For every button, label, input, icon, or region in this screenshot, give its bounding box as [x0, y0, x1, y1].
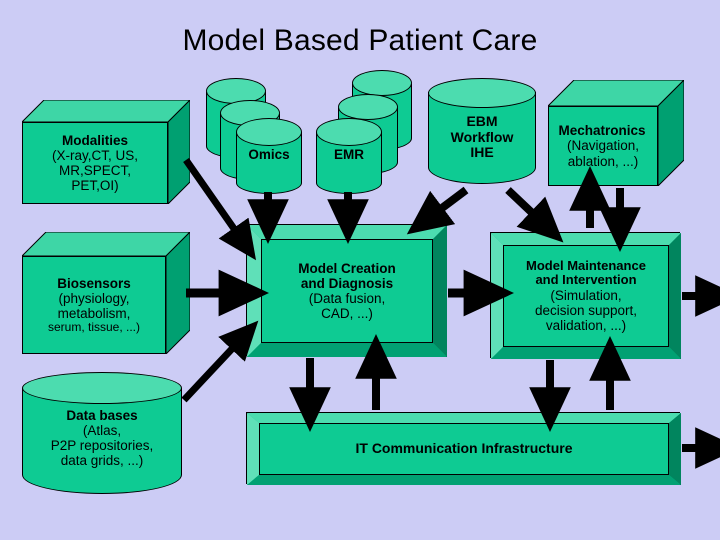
- databases-line-0: Data bases: [66, 408, 138, 423]
- mechatronics-line-1: (Navigation,: [566, 138, 640, 154]
- arrow-databases-to-model-creation: [181, 320, 259, 403]
- databases-line-3: data grids, ...): [60, 453, 144, 469]
- node-modalities[interactable]: Modalities (X-ray,CT, US, MR,SPECT, PET,…: [22, 100, 190, 204]
- node-databases[interactable]: Data bases (Atlas, P2P repositories, dat…: [22, 372, 182, 500]
- node-mechatronics[interactable]: Mechatronics (Navigation, ablation, ...): [548, 80, 684, 186]
- ebm-line-2: IHE: [470, 144, 494, 161]
- node-model-maintenance[interactable]: Model Maintenance and Intervention (Simu…: [490, 232, 681, 359]
- databases-line-2: P2P repositories,: [50, 438, 154, 454]
- node-biosensors[interactable]: Biosensors (physiology, metabolism, seru…: [22, 232, 190, 354]
- node-model-creation[interactable]: Model Creation and Diagnosis (Data fusio…: [246, 224, 447, 357]
- biosensors-3d-faces: [22, 232, 190, 354]
- arrow-ebm-to-model-creation: [406, 186, 469, 235]
- modalities-line-2: MR,SPECT,: [58, 163, 131, 178]
- model-creation-line-0: Model Creation: [298, 260, 396, 276]
- biosensors-line-1: (physiology,: [58, 290, 130, 306]
- model-maintenance-line-0: Model Maintenance: [526, 257, 646, 273]
- ebm-cylinder-lid: [428, 78, 536, 108]
- omics-label: Omics: [248, 147, 290, 162]
- mechatronics-line-0: Mechatronics: [558, 123, 646, 139]
- model-maintenance-line-3: decision support,: [534, 302, 638, 318]
- ebm-line-1: Workflow: [450, 128, 514, 145]
- node-it-infrastructure[interactable]: IT Communication Infrastructure: [246, 412, 681, 485]
- emr-cylinder-front-lid: [316, 118, 382, 146]
- databases-label: Data bases (Atlas, P2P repositories, dat…: [22, 408, 182, 468]
- modalities-label: Modalities (X-ray,CT, US, MR,SPECT, PET,…: [22, 122, 168, 204]
- ebm-label: EBM Workflow IHE: [428, 113, 536, 161]
- model-creation-line-2: (Data fusion,: [308, 291, 386, 306]
- biosensors-line-3: serum, tissue, ...): [47, 319, 141, 334]
- it-infrastructure-title: IT Communication Infrastructure: [355, 440, 573, 457]
- modalities-line-0: Modalities: [61, 132, 128, 148]
- model-creation-line-1: and Diagnosis: [300, 275, 394, 291]
- node-ebm[interactable]: EBM Workflow IHE: [428, 78, 536, 188]
- emr-cylinder-back-lid: [352, 70, 412, 96]
- databases-line-1: (Atlas,: [82, 423, 122, 439]
- biosensors-label: Biosensors (physiology, metabolism, seru…: [22, 256, 166, 354]
- model-creation-label: Model Creation and Diagnosis (Data fusio…: [261, 239, 433, 343]
- mechatronics-3d-faces: [548, 80, 684, 186]
- modalities-line-1: (X-ray,CT, US,: [51, 147, 138, 163]
- model-maintenance-line-2: (Simulation,: [550, 287, 622, 303]
- model-maintenance-line-4: validation, ...): [545, 318, 627, 334]
- slide-title: Model Based Patient Care: [182, 24, 538, 57]
- omics-cylinder-front-lid: [236, 118, 302, 146]
- biosensors-line-2: metabolism,: [57, 305, 131, 321]
- node-omics[interactable]: Omics: [206, 70, 302, 194]
- biosensors-line-0: Biosensors: [57, 275, 131, 291]
- mechatronics-line-2: ablation, ...): [567, 153, 639, 169]
- databases-cylinder-lid: [22, 372, 182, 404]
- it-infrastructure-label: IT Communication Infrastructure: [259, 423, 669, 475]
- model-maintenance-line-1: and Intervention: [535, 272, 637, 288]
- arrow-ebm-to-model-maintenance: [505, 187, 564, 243]
- ebm-line-0: EBM: [466, 113, 498, 129]
- emr-label: EMR: [334, 147, 364, 162]
- mechatronics-label: Mechatronics (Navigation, ablation, ...): [548, 106, 658, 186]
- modalities-line-3: PET,OI): [71, 178, 119, 194]
- emr-cylinder-mid-lid: [338, 94, 398, 120]
- model-creation-line-3: CAD, ...): [321, 306, 373, 322]
- node-emr[interactable]: EMR: [316, 70, 412, 194]
- model-maintenance-label: Model Maintenance and Intervention (Simu…: [503, 245, 669, 347]
